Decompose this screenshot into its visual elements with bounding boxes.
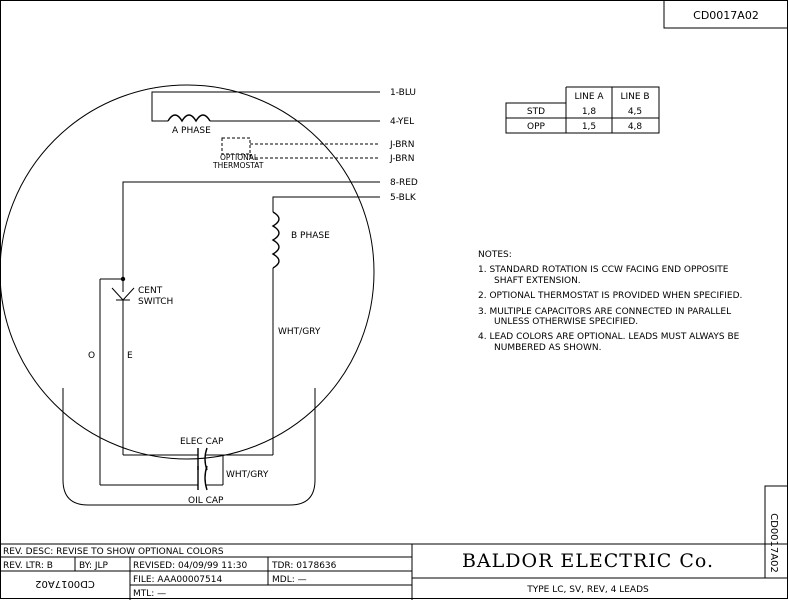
- lead-4-yel: 4-YEL: [390, 117, 414, 127]
- lead-j-brn-1: J-BRN: [389, 140, 414, 150]
- table-cell-opp-a: 1,5: [582, 122, 596, 132]
- table-cell-std-a: 1,8: [582, 107, 597, 117]
- revised-date: REVISED: 04/09/99 11:30: [133, 561, 247, 571]
- cent-label: CENT: [138, 286, 163, 296]
- motor-lower-housing: [62, 388, 316, 506]
- lead-8-red-wire: [122, 181, 380, 278]
- mtl: MTL: —: [133, 589, 166, 599]
- b-phase-winding: B PHASE WHT/GRY: [271, 211, 330, 455]
- side-drawing-number-box: CD0017A02: [764, 485, 788, 578]
- table-row-std: STD: [527, 107, 545, 117]
- note-4a: 4. LEAD COLORS ARE OPTIONAL. LEADS MUST …: [478, 332, 740, 342]
- table-header-line-b: LINE B: [620, 92, 649, 102]
- lead-j-brn-2: J-BRN: [389, 154, 414, 164]
- note-1a: 1. STANDARD ROTATION IS CCW FACING END O…: [478, 265, 729, 275]
- lead-5-blk-wire: [272, 196, 380, 212]
- note-4b: NUMBERED AS SHOWN.: [494, 343, 601, 353]
- motor-outline-circle: [0, 84, 375, 460]
- optional-thermostat: OPTIONAL THERMOSTAT: [212, 137, 380, 170]
- thermostat-label: THERMOSTAT: [212, 161, 264, 170]
- table-cell-std-b: 4,5: [628, 107, 642, 117]
- tdr-number: TDR: 0178636: [271, 561, 337, 571]
- centrifugal-switch: CENT SWITCH: [100, 276, 173, 455]
- lead-1-blu: 1-BLU: [390, 88, 416, 98]
- drawing-number-top: CD0017A02: [693, 9, 759, 22]
- thermostat-dashed-box: [221, 137, 251, 155]
- e-label: E: [127, 351, 133, 361]
- lead-8-red: 8-RED: [390, 178, 418, 188]
- b-phase-label: B PHASE: [291, 231, 330, 241]
- capacitors: ELEC CAP WHT/GRY OIL CAP: [100, 437, 273, 506]
- line-connection-table: LINE A LINE B STD 1,8 4,5 OPP 1,5 4,8: [505, 86, 660, 134]
- table-header-line-a: LINE A: [574, 92, 604, 102]
- company-name: BALDOR ELECTRIC Co.: [462, 550, 714, 572]
- a-phase-winding: A PHASE: [151, 91, 380, 136]
- mdl: MDL: —: [272, 575, 307, 585]
- notes-block: NOTES: 1. STANDARD ROTATION IS CCW FACIN…: [478, 250, 742, 353]
- table-cell-opp-b: 4,8: [628, 122, 643, 132]
- oil-cap-label: OIL CAP: [188, 496, 224, 506]
- rev-by: BY: JLP: [79, 561, 109, 571]
- wht-gry-right-label: WHT/GRY: [278, 327, 321, 337]
- drawing-number-inverted: CD0017A02: [35, 578, 95, 589]
- title-block: REV. DESC: REVISE TO SHOW OPTIONAL COLOR…: [0, 543, 788, 600]
- elec-cap-label: ELEC CAP: [180, 437, 224, 447]
- rev-ltr: REV. LTR: B: [3, 561, 53, 571]
- o-label: O: [88, 351, 95, 361]
- drawing-number-side: CD0017A02: [768, 513, 779, 573]
- lead-5-blk: 5-BLK: [390, 193, 417, 203]
- switch-label: SWITCH: [138, 297, 173, 307]
- rev-desc: REV. DESC: REVISE TO SHOW OPTIONAL COLOR…: [3, 547, 224, 557]
- optional-label: OPTIONAL: [220, 153, 259, 162]
- notes-heading: NOTES:: [478, 250, 512, 260]
- a-phase-label: A PHASE: [172, 126, 211, 136]
- drawing-number-box: CD0017A02: [663, 1, 788, 29]
- note-1b: SHAFT EXTENSION.: [494, 276, 581, 286]
- wht-gry-cap-label: WHT/GRY: [226, 470, 269, 480]
- file-number: FILE: AAA00007514: [133, 575, 222, 585]
- note-2: 2. OPTIONAL THERMOSTAT IS PROVIDED WHEN …: [478, 291, 742, 301]
- lead-labels: 1-BLU 4-YEL J-BRN J-BRN 8-RED 5-BLK: [389, 88, 418, 203]
- note-3a: 3. MULTIPLE CAPACITORS ARE CONNECTED IN …: [478, 307, 731, 317]
- note-3b: UNLESS OTHERWISE SPECIFIED.: [494, 317, 638, 327]
- table-row-opp: OPP: [527, 122, 546, 132]
- drawing-description: TYPE LC, SV, REV, 4 LEADS: [526, 585, 649, 595]
